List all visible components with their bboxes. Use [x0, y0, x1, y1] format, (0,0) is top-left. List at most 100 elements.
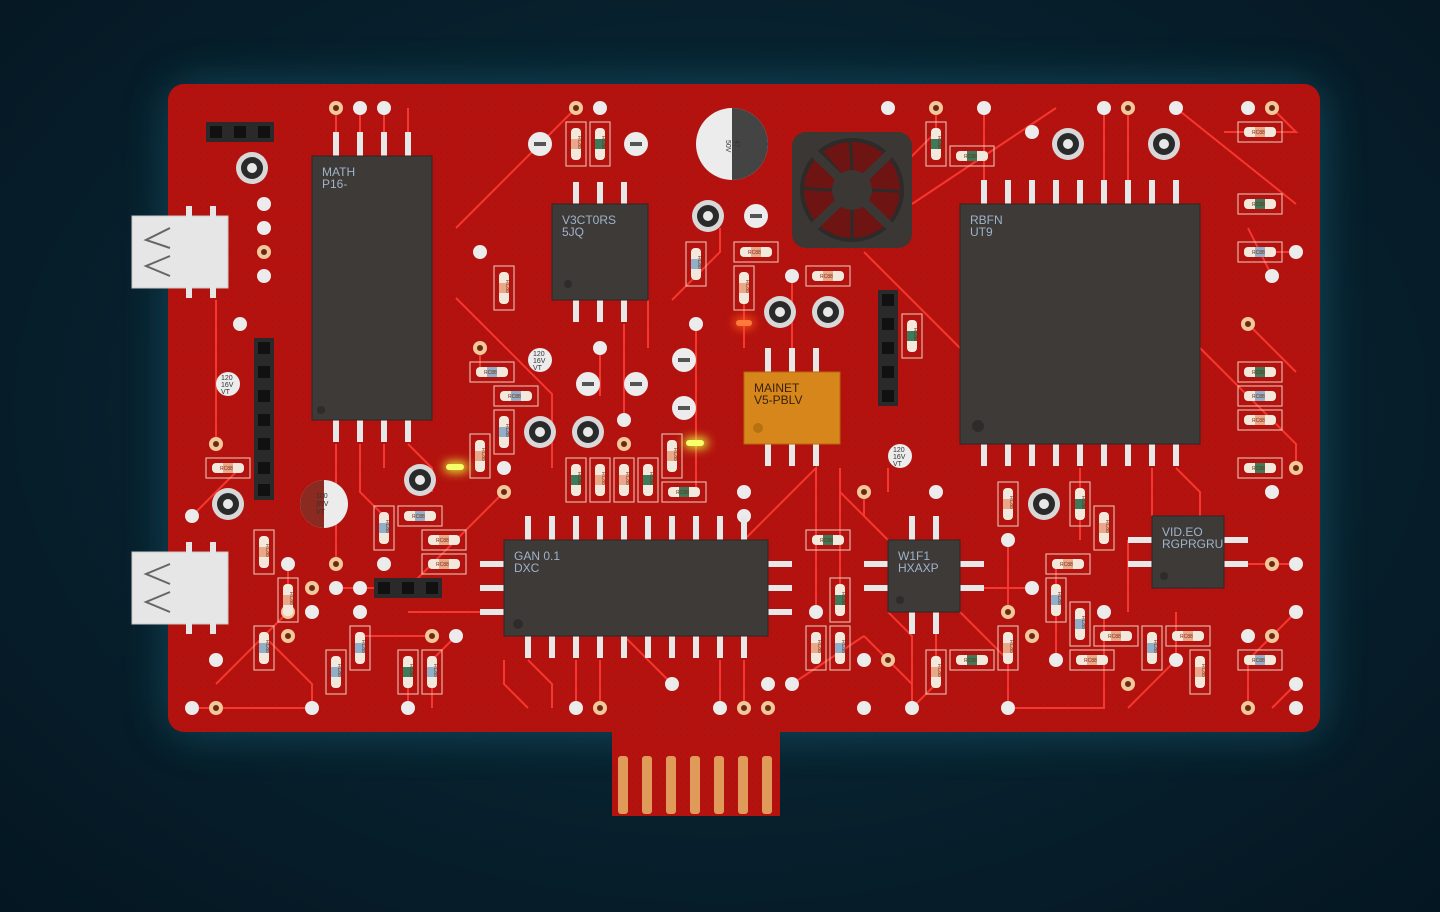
chip-pin	[573, 636, 579, 658]
capacitor-small-2[interactable]: 120 16V VT	[528, 348, 552, 372]
chip-gan-label-2: DXC	[514, 561, 540, 575]
chip-pin	[1077, 444, 1083, 466]
chip-pin	[525, 636, 531, 658]
chip-pin	[1224, 561, 1248, 567]
resistor: RC88	[949, 145, 995, 167]
chip-pin	[357, 420, 363, 442]
svg-text:RC88: RC88	[696, 256, 702, 269]
chip-pin	[693, 516, 699, 540]
cap-small-2-voltage: 16V	[533, 358, 546, 365]
resistor: RC88	[925, 649, 947, 695]
svg-text:RC88: RC88	[504, 424, 510, 437]
svg-text:RC88: RC88	[412, 514, 425, 520]
svg-text:RC88: RC88	[744, 280, 750, 293]
via-pad	[473, 245, 487, 259]
resistor: RC88	[1237, 193, 1283, 215]
chip-wifi[interactable]: W1F1 HXAXP	[887, 539, 961, 613]
via-pad	[665, 677, 679, 691]
pin-header-icon[interactable]	[374, 578, 442, 598]
svg-text:RC88: RC88	[816, 640, 822, 653]
capacitor-large-left[interactable]: 100 35V VT	[300, 480, 348, 528]
chip-pin	[864, 561, 888, 567]
pin-header-icon[interactable]	[206, 122, 274, 142]
chip-pin	[1053, 444, 1059, 466]
chip-pin	[669, 516, 675, 540]
svg-text:RC88: RC88	[484, 370, 497, 376]
chip-pin	[1101, 444, 1107, 466]
svg-text:RC88: RC88	[576, 472, 582, 485]
svg-text:RC88: RC88	[1152, 640, 1158, 653]
chip-pin	[1125, 444, 1131, 466]
via-pad	[905, 701, 919, 715]
chip-vectors-label-1: V3CT0RS	[562, 213, 616, 227]
chip-video[interactable]: VID.EO RGPRGRU	[1151, 515, 1225, 589]
chip-wifi-label-1: W1F1	[898, 549, 930, 563]
chip-rbfn[interactable]: RBFN UT9	[959, 203, 1201, 445]
chip-mainet[interactable]: MAINET V5-PBLV	[743, 371, 841, 445]
round-capacitors	[212, 128, 1180, 520]
led-yellow[interactable]	[684, 438, 708, 448]
via-pad	[353, 581, 367, 595]
usb-port-icon[interactable]	[131, 206, 229, 298]
via-pad	[881, 101, 895, 115]
resistor: RC88	[661, 481, 707, 503]
chip-pin	[981, 444, 987, 466]
svg-text:RC88: RC88	[264, 544, 270, 557]
chip-pin	[621, 636, 627, 658]
chip-gan[interactable]: GAN 0.1 DXC	[503, 539, 769, 637]
via-pad	[857, 653, 871, 667]
via-pad	[1169, 653, 1183, 667]
resistor: RC88	[205, 457, 251, 479]
capacitor-small-3[interactable]: 120 16V VT	[888, 444, 912, 468]
resistor: RC88	[829, 625, 851, 671]
via-pad	[713, 701, 727, 715]
capacitor-top-value: 47	[733, 140, 740, 148]
led-yellow[interactable]	[444, 462, 468, 472]
chip-pin	[1128, 537, 1152, 543]
chip-pin	[621, 516, 627, 540]
fan-icon[interactable]	[792, 132, 912, 248]
via-pad	[1241, 101, 1255, 115]
svg-text:RC88: RC88	[1180, 634, 1193, 640]
chip-pin	[717, 516, 723, 540]
svg-text:RC88: RC88	[936, 664, 942, 677]
svg-text:RC88: RC88	[1084, 658, 1097, 664]
via-pad	[857, 701, 871, 715]
resistor: RC88	[1237, 649, 1283, 671]
chip-pin	[573, 182, 579, 204]
via-pad	[257, 269, 271, 283]
chip-pin	[741, 636, 747, 658]
svg-text:RC88: RC88	[480, 448, 486, 461]
pin-header-icon[interactable]	[878, 290, 898, 406]
chip-pin	[1053, 180, 1059, 204]
chip-pin	[789, 348, 795, 372]
via-pad	[809, 605, 823, 619]
capacitor-left-value: 100	[316, 493, 328, 500]
svg-text:RC88: RC88	[1252, 130, 1265, 136]
chip-pin	[960, 585, 984, 591]
resistor: RC88	[1069, 601, 1091, 647]
chip-pin	[960, 561, 984, 567]
capacitor-large-top[interactable]: 47 50V	[696, 108, 768, 180]
via-pad	[1289, 701, 1303, 715]
svg-text:RC88: RC88	[1060, 562, 1073, 568]
via-pad	[1265, 269, 1279, 283]
chip-pin	[717, 636, 723, 658]
pin-header-icon[interactable]	[254, 338, 274, 500]
capacitor-small-1[interactable]: 120 16V VT	[216, 372, 240, 396]
chip-pin	[933, 516, 939, 540]
led-red[interactable]	[734, 318, 754, 328]
cap-small-1-voltage: 16V	[221, 382, 234, 389]
chip-math[interactable]: MATH P16-	[311, 155, 433, 421]
chip-pin	[864, 585, 888, 591]
chip-pin	[1173, 444, 1179, 466]
chip-pin	[405, 132, 411, 156]
via-pad	[305, 701, 319, 715]
resistor: RC88	[1045, 553, 1091, 575]
chip-pin	[933, 612, 939, 634]
usb-port-icon[interactable]	[131, 542, 229, 634]
chip-vectors[interactable]: V3CT0RS 5JQ	[551, 203, 649, 301]
resistor: RC88	[1141, 625, 1163, 671]
cap-small-3-type: VT	[893, 461, 903, 468]
chip-pin	[1125, 180, 1131, 204]
